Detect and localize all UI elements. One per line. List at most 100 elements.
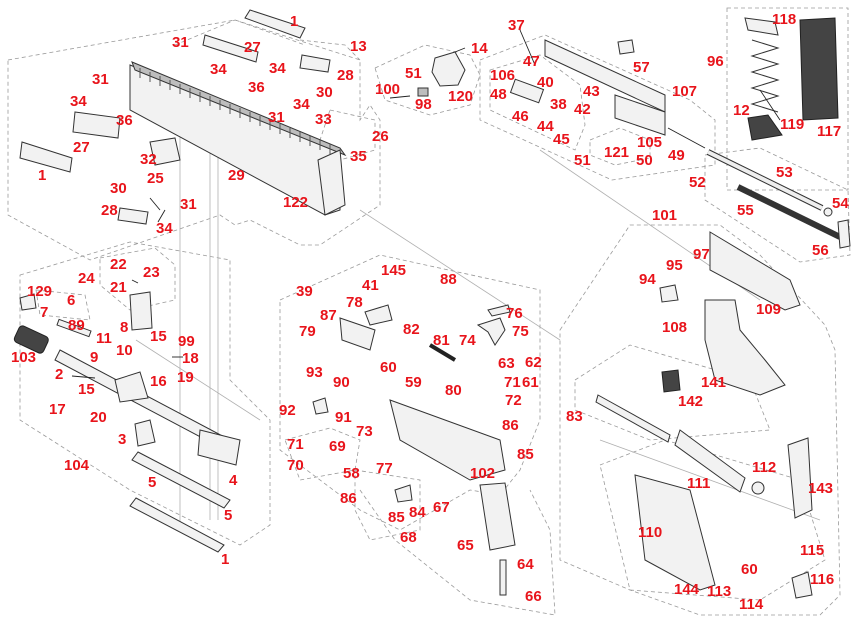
part-label-84[interactable]: 84 xyxy=(409,504,426,521)
part-label-38[interactable]: 38 xyxy=(550,96,567,113)
part-label-61[interactable]: 61 xyxy=(522,374,539,391)
part-label-34[interactable]: 34 xyxy=(293,96,310,113)
part-label-25[interactable]: 25 xyxy=(147,170,164,187)
part-label-39[interactable]: 39 xyxy=(296,283,313,300)
part-label-141[interactable]: 141 xyxy=(701,374,727,391)
part-label-27[interactable]: 27 xyxy=(244,39,261,56)
part-label-34[interactable]: 34 xyxy=(156,220,173,237)
part-label-19[interactable]: 19 xyxy=(177,369,194,386)
part-label-33[interactable]: 33 xyxy=(315,111,332,128)
part-label-83[interactable]: 83 xyxy=(566,408,583,425)
part-label-15[interactable]: 15 xyxy=(150,328,167,345)
part-label-76[interactable]: 76 xyxy=(506,305,523,322)
part-label-121[interactable]: 121 xyxy=(604,144,630,161)
part-label-3[interactable]: 3 xyxy=(118,431,127,448)
part-label-111[interactable]: 111 xyxy=(687,475,711,492)
part-label-36[interactable]: 36 xyxy=(116,112,133,129)
part-label-5[interactable]: 5 xyxy=(224,507,233,524)
part-label-90[interactable]: 90 xyxy=(333,374,350,391)
part-label-102[interactable]: 102 xyxy=(470,465,496,482)
part-label-27[interactable]: 27 xyxy=(73,139,90,156)
part-label-88[interactable]: 88 xyxy=(440,271,457,288)
part-label-86[interactable]: 86 xyxy=(502,417,519,434)
part-label-81[interactable]: 81 xyxy=(433,332,450,349)
part-label-69[interactable]: 69 xyxy=(329,438,346,455)
part-label-95[interactable]: 95 xyxy=(666,257,683,274)
part-label-85[interactable]: 85 xyxy=(388,509,405,526)
part-label-40[interactable]: 40 xyxy=(537,74,554,91)
part-label-4[interactable]: 4 xyxy=(229,472,238,489)
part-label-36[interactable]: 36 xyxy=(248,79,265,96)
part-label-49[interactable]: 49 xyxy=(668,147,685,164)
part-label-117[interactable]: 117 xyxy=(817,123,842,140)
part-label-55[interactable]: 55 xyxy=(737,202,754,219)
part-label-60[interactable]: 60 xyxy=(741,561,758,578)
part-label-9[interactable]: 9 xyxy=(90,349,99,366)
part-label-107[interactable]: 107 xyxy=(672,83,698,100)
part-label-120[interactable]: 120 xyxy=(448,88,474,105)
part-label-99[interactable]: 99 xyxy=(178,333,195,350)
part-label-110[interactable]: 110 xyxy=(638,524,663,541)
part-label-20[interactable]: 20 xyxy=(90,409,107,426)
part-label-62[interactable]: 62 xyxy=(525,354,542,371)
part-label-129[interactable]: 129 xyxy=(27,283,53,300)
part-label-31[interactable]: 31 xyxy=(268,109,285,126)
part-label-97[interactable]: 97 xyxy=(693,246,710,263)
part-label-66[interactable]: 66 xyxy=(525,588,542,605)
part-label-122[interactable]: 122 xyxy=(283,194,309,211)
part-label-14[interactable]: 14 xyxy=(471,40,488,57)
part-label-96[interactable]: 96 xyxy=(707,53,724,70)
part-label-5[interactable]: 5 xyxy=(148,474,157,491)
part-label-34[interactable]: 34 xyxy=(269,60,286,77)
part-label-60[interactable]: 60 xyxy=(380,359,397,376)
part-label-23[interactable]: 23 xyxy=(143,264,160,281)
part-label-31[interactable]: 31 xyxy=(172,34,189,51)
part-label-71[interactable]: 71 xyxy=(287,436,304,453)
part-label-13[interactable]: 13 xyxy=(350,38,367,55)
part-label-145[interactable]: 145 xyxy=(381,262,407,279)
part-label-34[interactable]: 34 xyxy=(70,93,87,110)
part-label-77[interactable]: 77 xyxy=(376,460,393,477)
part-label-71[interactable]: 71 xyxy=(504,374,521,391)
part-label-57[interactable]: 57 xyxy=(633,59,650,76)
part-label-100[interactable]: 100 xyxy=(375,81,401,98)
part-label-8[interactable]: 8 xyxy=(120,319,129,336)
part-label-21[interactable]: 21 xyxy=(110,279,127,296)
part-label-28[interactable]: 28 xyxy=(101,202,118,219)
part-label-142[interactable]: 142 xyxy=(678,393,704,410)
part-label-15[interactable]: 15 xyxy=(78,381,95,398)
part-label-56[interactable]: 56 xyxy=(812,242,829,259)
part-label-48[interactable]: 48 xyxy=(490,86,507,103)
part-label-80[interactable]: 80 xyxy=(445,382,462,399)
part-label-12[interactable]: 12 xyxy=(733,102,750,119)
part-label-41[interactable]: 41 xyxy=(362,277,379,294)
part-label-28[interactable]: 28 xyxy=(337,67,354,84)
part-label-24[interactable]: 24 xyxy=(78,270,95,287)
part-label-50[interactable]: 50 xyxy=(636,152,653,169)
part-label-11[interactable]: 11 xyxy=(96,330,112,347)
part-label-32[interactable]: 32 xyxy=(140,151,157,168)
part-label-45[interactable]: 45 xyxy=(553,131,570,148)
part-label-52[interactable]: 52 xyxy=(689,174,706,191)
part-label-30[interactable]: 30 xyxy=(110,180,127,197)
part-label-43[interactable]: 43 xyxy=(583,83,600,100)
part-label-78[interactable]: 78 xyxy=(346,294,363,311)
part-label-112[interactable]: 112 xyxy=(752,459,777,476)
part-label-89[interactable]: 89 xyxy=(68,317,85,334)
part-label-85[interactable]: 85 xyxy=(517,446,534,463)
part-label-116[interactable]: 116 xyxy=(810,571,835,588)
part-label-106[interactable]: 106 xyxy=(490,67,516,84)
part-label-65[interactable]: 65 xyxy=(457,537,474,554)
part-label-92[interactable]: 92 xyxy=(279,402,296,419)
part-label-72[interactable]: 72 xyxy=(505,392,522,409)
part-label-93[interactable]: 93 xyxy=(306,364,323,381)
part-label-118[interactable]: 118 xyxy=(772,11,797,28)
part-label-74[interactable]: 74 xyxy=(459,332,476,349)
part-label-91[interactable]: 91 xyxy=(335,409,352,426)
part-label-16[interactable]: 16 xyxy=(150,373,167,390)
part-label-58[interactable]: 58 xyxy=(343,465,360,482)
part-label-144[interactable]: 144 xyxy=(674,581,700,598)
part-label-82[interactable]: 82 xyxy=(403,321,420,338)
part-label-108[interactable]: 108 xyxy=(662,319,688,336)
part-label-42[interactable]: 42 xyxy=(574,101,591,118)
